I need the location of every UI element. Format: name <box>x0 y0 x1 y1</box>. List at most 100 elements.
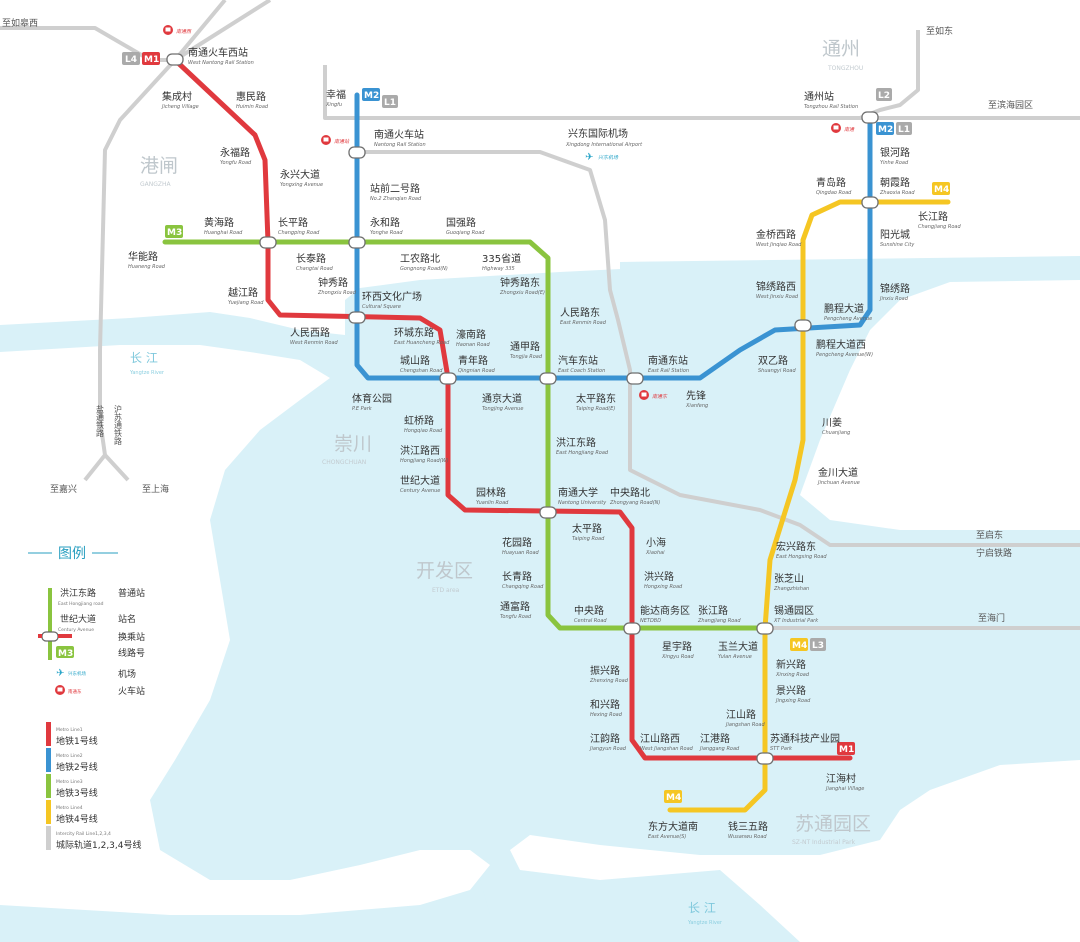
station-name-en: P.E Park <box>352 406 373 412</box>
interchange[interactable] <box>539 506 557 519</box>
station-name[interactable]: 锡通园区 <box>774 604 814 617</box>
station-name[interactable]: 国强路 <box>446 216 476 229</box>
station-name[interactable]: 环西文化广场 <box>362 290 422 303</box>
station-name[interactable]: 城山路 <box>400 354 430 367</box>
station-name[interactable]: 江港路 <box>700 732 730 745</box>
station-name[interactable]: 钟秀路东 <box>500 276 540 289</box>
station-name[interactable]: 鹏程大道西 <box>816 338 866 351</box>
station-name[interactable]: 通富路 <box>500 600 530 613</box>
station-name-en: Tongjia Road <box>510 354 543 360</box>
interchange[interactable] <box>861 196 879 209</box>
station-name[interactable]: 南通大学 <box>558 486 598 499</box>
station-name[interactable]: 汽车东站 <box>558 354 598 367</box>
station-name[interactable]: 张芝山 <box>774 572 804 585</box>
station-name[interactable]: 能达商务区 <box>640 604 690 617</box>
station-name[interactable]: 江山路 <box>726 708 756 721</box>
station-name[interactable]: 朝霞路 <box>880 176 910 189</box>
interchange[interactable] <box>626 372 644 385</box>
station-name[interactable]: 濠南路 <box>456 328 486 341</box>
station-name[interactable]: 钱三五路 <box>728 820 768 833</box>
station-name[interactable]: 川姜 <box>822 416 842 429</box>
station-name[interactable]: 通甲路 <box>510 340 540 353</box>
station-name[interactable]: 鹏程大道 <box>824 302 864 315</box>
interchange[interactable] <box>794 319 812 332</box>
station-name[interactable]: 335省道 <box>482 252 521 265</box>
station-name[interactable]: 长平路 <box>278 216 308 229</box>
station-name[interactable]: 洪江东路 <box>556 436 596 449</box>
station-name[interactable]: 金川大道 <box>818 466 858 479</box>
station-name[interactable]: 新兴路 <box>776 658 806 671</box>
station-name[interactable]: 人民路东 <box>560 306 600 319</box>
station-name[interactable]: 苏通科技产业园 <box>770 732 840 745</box>
station-name-en: Yuanlin Road <box>476 500 509 506</box>
station-name[interactable]: 东方大道南 <box>648 820 698 833</box>
svg-text:L2: L2 <box>878 91 890 101</box>
station-name[interactable]: 锦绣路西 <box>756 280 796 293</box>
interchange[interactable] <box>259 236 277 249</box>
interchange[interactable] <box>348 311 366 324</box>
station-name[interactable]: 金桥西路 <box>756 228 796 241</box>
station-name[interactable]: 通京大道 <box>482 392 522 405</box>
station-name[interactable]: 南通火车站 <box>374 128 424 141</box>
station-name[interactable]: 青岛路 <box>816 176 846 189</box>
station-name[interactable]: 钟秀路 <box>318 276 348 289</box>
station-name[interactable]: 中央路北 <box>610 486 650 499</box>
station-name[interactable]: 锦绣路 <box>880 282 910 295</box>
station-name[interactable]: 通州站 <box>804 90 834 103</box>
station-name[interactable]: 虹桥路 <box>404 414 434 427</box>
station-name[interactable]: 站前二号路 <box>370 182 420 195</box>
station-name[interactable]: 银河路 <box>880 146 910 159</box>
station-name[interactable]: 永兴大道 <box>280 168 320 181</box>
interchange[interactable] <box>861 111 879 124</box>
station-name[interactable]: 江海村 <box>826 772 856 785</box>
station-name[interactable]: 越江路 <box>228 286 258 299</box>
station-name[interactable]: 工农路北 <box>400 252 440 265</box>
station-name[interactable]: 人民西路 <box>290 326 330 339</box>
station-name[interactable]: 南通东站 <box>648 354 688 367</box>
station-name[interactable]: 永和路 <box>370 216 400 229</box>
station-name[interactable]: 黄海路 <box>204 216 234 229</box>
station-name[interactable]: 长泰路 <box>296 252 326 265</box>
station-name[interactable]: 宏兴路东 <box>776 540 816 553</box>
station-name[interactable]: 园林路 <box>476 486 506 499</box>
station-name[interactable]: 玉兰大道 <box>718 640 758 653</box>
station-name[interactable]: 先锋 <box>686 389 706 402</box>
station-name[interactable]: 长青路 <box>502 570 532 583</box>
station-name[interactable]: 体育公园 <box>352 392 392 405</box>
station-name[interactable]: 太平路 <box>572 522 602 535</box>
station-name[interactable]: 青年路 <box>458 354 488 367</box>
station-name[interactable]: 景兴路 <box>776 684 806 697</box>
interchange[interactable] <box>756 622 774 635</box>
interchange[interactable] <box>348 236 366 249</box>
station-name[interactable]: 中央路 <box>574 604 604 617</box>
station-name[interactable]: 世纪大道 <box>400 474 440 487</box>
interchange[interactable] <box>439 372 457 385</box>
station-name[interactable]: 洪兴路 <box>644 570 674 583</box>
station-name[interactable]: 和兴路 <box>590 698 620 711</box>
station-name[interactable]: 太平路东 <box>576 392 616 405</box>
interchange[interactable] <box>166 53 184 66</box>
svg-text:L4: L4 <box>125 55 137 65</box>
station-name[interactable]: 双乙路 <box>758 354 788 367</box>
station-name[interactable]: 阳光城 <box>880 228 910 241</box>
interchange[interactable] <box>348 146 366 159</box>
station-name[interactable]: 环城东路 <box>394 326 434 339</box>
station-name[interactable]: 幸福 <box>326 88 346 101</box>
interchange[interactable] <box>756 752 774 765</box>
station-name[interactable]: 小海 <box>646 536 666 549</box>
station-name[interactable]: 振兴路 <box>590 664 620 677</box>
station-name[interactable]: 花园路 <box>502 536 532 549</box>
station-name[interactable]: 华能路 <box>128 250 158 263</box>
interchange[interactable] <box>539 372 557 385</box>
station-name[interactable]: 江山路西 <box>640 732 680 745</box>
station-name[interactable]: 惠民路 <box>236 90 266 103</box>
station-name[interactable]: 洪江路西 <box>400 444 440 457</box>
station-name[interactable]: 星宇路 <box>662 640 692 653</box>
station-name[interactable]: 南通火车西站 <box>188 46 248 59</box>
station-name[interactable]: 永福路 <box>220 146 250 159</box>
interchange[interactable] <box>623 622 641 635</box>
station-name[interactable]: 长江路 <box>918 210 948 223</box>
station-name[interactable]: 集成村 <box>162 90 192 103</box>
station-name[interactable]: 江韵路 <box>590 732 620 745</box>
station-name[interactable]: 张江路 <box>698 604 728 617</box>
